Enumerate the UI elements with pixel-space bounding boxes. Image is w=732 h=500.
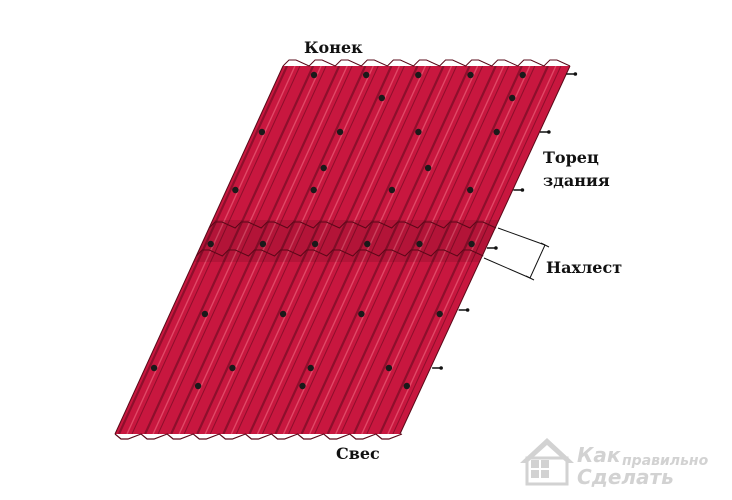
screw-dot [436, 310, 443, 318]
screw-dot [358, 310, 365, 318]
screw-dot [415, 128, 422, 136]
screw-dot [150, 364, 158, 372]
screw-dot [229, 364, 236, 372]
rib-shadow [209, 66, 379, 434]
screw-dot [415, 71, 422, 79]
label-gable-line1: Торец [543, 148, 599, 167]
screw-dot [378, 94, 385, 102]
screw-dot [468, 240, 475, 248]
screw-dot [519, 71, 526, 79]
rib-highlight [230, 66, 401, 434]
screw-points [150, 71, 526, 390]
label-ridge: Конек [304, 38, 363, 57]
screw-dot [467, 186, 474, 194]
label-eaves: Свес [336, 444, 380, 463]
screw-dot [403, 382, 410, 390]
label-gable-line2: здания [543, 171, 610, 190]
rib-highlight [204, 66, 374, 434]
rib-shadow [261, 66, 431, 434]
sheet-top-edge [282, 59, 571, 67]
rib-highlight [152, 66, 322, 434]
side-fastener-head [494, 246, 498, 250]
screw-dot [424, 164, 432, 172]
watermark-line2: правильно [622, 453, 709, 469]
screw-dot [467, 71, 474, 79]
screw-dot [279, 310, 287, 318]
rib-shadow [288, 66, 458, 434]
screw-dot [201, 310, 209, 318]
rib-shadow [157, 66, 327, 434]
rib-shadow [131, 66, 301, 434]
house-window-icon [520, 438, 574, 486]
rib-highlight [126, 66, 296, 434]
screw-dot [207, 240, 214, 248]
screw-dot [493, 128, 500, 136]
screw-dot [299, 382, 306, 390]
watermark-line3: Сделать [577, 465, 674, 489]
overlap-band [192, 220, 510, 262]
sheet-left-edge [114, 65, 284, 435]
rib-highlight [308, 66, 479, 434]
rib-shadow [235, 66, 405, 434]
screw-dot [416, 240, 423, 248]
screw-dot [311, 240, 319, 248]
screw-dot [363, 71, 370, 79]
side-fastener-head [547, 130, 551, 134]
screw-dot [232, 186, 239, 194]
screw-dot [310, 186, 317, 194]
rib-shadow [314, 66, 484, 434]
screw-dot [307, 364, 314, 372]
rib-highlight [256, 66, 427, 434]
watermark-line1: Как [577, 443, 621, 467]
sheet-right-edge [399, 65, 571, 435]
overlap-bottom-edge [195, 249, 484, 257]
screw-dot [388, 186, 396, 194]
label-overlap: Нахлест [546, 258, 622, 277]
side-fastener-head [439, 366, 443, 370]
screw-dot [509, 94, 516, 102]
corrugated-sheet [115, 66, 570, 434]
side-fasteners [432, 72, 578, 370]
watermark: Как правильно Сделать [520, 438, 709, 489]
screw-dot [364, 240, 371, 248]
screw-dot [258, 128, 266, 136]
overlap-dimension [483, 227, 550, 281]
rib-highlight [387, 66, 557, 434]
rib-highlight [282, 66, 453, 434]
screw-dot [385, 364, 393, 372]
screw-dot [336, 128, 344, 136]
overlap-top-edge [208, 221, 497, 229]
rib-highlight [361, 66, 531, 434]
rib-shadow [340, 66, 510, 434]
side-fastener-head [465, 308, 470, 312]
rib-shadow [366, 66, 536, 434]
side-fastener-head [520, 188, 525, 192]
screw-dot [194, 382, 202, 390]
side-fastener-head [573, 72, 578, 76]
rib-shadow [183, 66, 353, 434]
screw-dot [310, 71, 318, 79]
screw-dot [320, 164, 327, 172]
rib-shadow [392, 66, 562, 434]
sheet-bottom-edge [114, 433, 403, 440]
rib-highlight [335, 66, 505, 434]
screw-dot [259, 240, 267, 248]
rib-highlight [178, 66, 348, 434]
